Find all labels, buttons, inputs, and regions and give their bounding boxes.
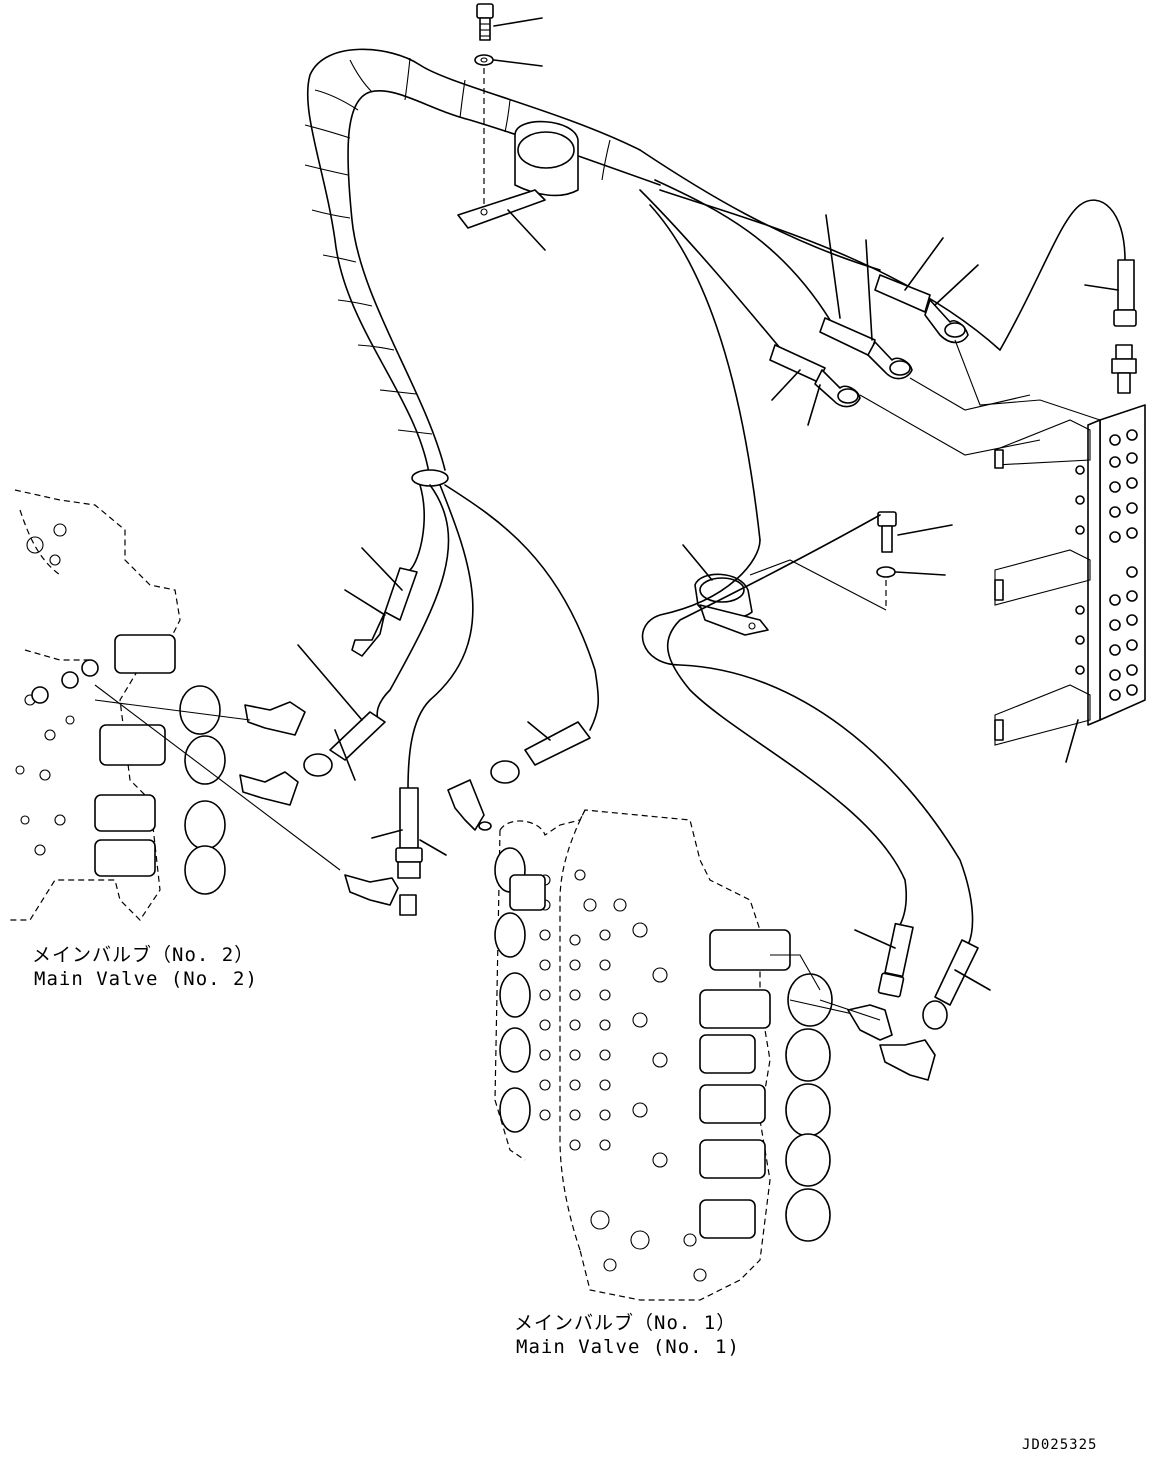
leader-line	[807, 384, 821, 426]
leader-line	[419, 839, 447, 856]
guide-line	[819, 999, 881, 1021]
hose-fitting-icon	[769, 344, 861, 408]
valve-no2-label-jp: メインバルブ（No. 2）	[32, 944, 255, 966]
manifold-block-icon	[994, 404, 1146, 746]
guide-line	[954, 339, 1101, 421]
main-valve-icon-no2	[10, 489, 417, 921]
valve-no1-label-jp: メインバルブ（No. 1）	[514, 1312, 737, 1334]
leader-line	[854, 929, 896, 949]
leader-line	[493, 17, 543, 27]
bolt-icon-top	[476, 3, 494, 41]
main-valve-icon-no1	[494, 809, 936, 1301]
leader-line	[527, 721, 551, 741]
guide-line	[859, 394, 1041, 456]
leader-line	[493, 59, 543, 67]
clamp-icon-upper	[457, 120, 579, 229]
washer-icon-mid	[876, 566, 896, 578]
hose-fitting-icon	[490, 721, 591, 784]
hose-group-left	[376, 484, 600, 791]
leader-line	[1084, 284, 1119, 291]
guide-line	[909, 377, 1031, 411]
valve-no1-label-en: Main Valve (No. 1)	[516, 1336, 740, 1358]
washer-icon-top	[474, 54, 494, 66]
clamp-icon-lower	[694, 573, 769, 636]
hose-fitting-icon	[351, 567, 418, 657]
leader-line	[934, 264, 979, 306]
wrapped-hose-bundle	[304, 48, 661, 487]
hose-fitting-icon	[877, 922, 914, 998]
hose-fitting-icon	[874, 274, 969, 344]
leader-line	[371, 829, 403, 839]
leader-line	[297, 644, 363, 721]
leader-line	[771, 369, 801, 401]
hose-group-right	[639, 149, 1001, 541]
leader-line	[904, 237, 944, 291]
leader-line	[954, 969, 991, 991]
leader-line	[895, 571, 946, 576]
document-id: JD025325	[1022, 1437, 1098, 1453]
leader-line	[897, 524, 953, 536]
bolt-icon-mid	[877, 511, 897, 553]
leader-line	[361, 547, 403, 591]
hose-fitting-icon	[395, 787, 423, 879]
hose-line	[641, 539, 974, 946]
leader-line	[507, 209, 546, 251]
leader-line	[825, 214, 841, 319]
valve-no2-label-en: Main Valve (No. 2)	[34, 968, 258, 990]
hose-fitting-icon	[922, 939, 979, 1030]
leader-line	[1065, 719, 1079, 763]
leader-line	[865, 239, 873, 341]
hose-fitting-icon	[303, 711, 386, 777]
guide-line	[749, 559, 887, 611]
hose-fitting-icon	[999, 199, 1137, 394]
leader-line	[344, 589, 386, 616]
leader-line	[334, 729, 356, 781]
hose-fitting-icon	[819, 317, 913, 380]
elbow-fitting-icon	[447, 779, 492, 831]
hose-line	[666, 514, 907, 926]
leader-line	[682, 544, 713, 581]
